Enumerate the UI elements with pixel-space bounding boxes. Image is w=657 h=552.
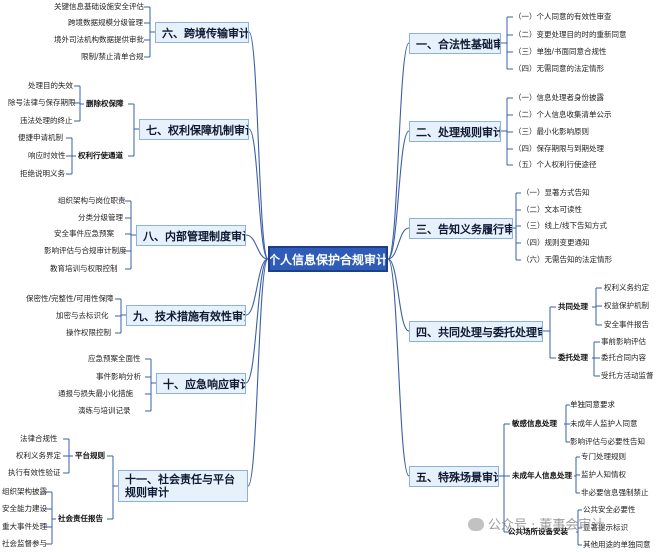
leaf: （五）个人权利行使途径 bbox=[514, 160, 597, 169]
branch-social-responsibility: 十一、社会责任与平台规则审计 bbox=[118, 470, 248, 502]
connector-line bbox=[245, 258, 269, 316]
watermark: 公众号 · 董事会审计 bbox=[468, 514, 604, 533]
group-label: 删除权保障 bbox=[86, 99, 124, 108]
leaf: 加密与去标识化 bbox=[56, 311, 109, 320]
leaf: 拒绝说明义务 bbox=[20, 169, 65, 178]
leaf: （四）规则变更通知 bbox=[522, 238, 590, 247]
leaf: 教育培训与权限控制 bbox=[50, 264, 118, 273]
watermark-text: 公众号 · 董事会审计 bbox=[488, 518, 605, 533]
leaf: 除号法律与保存期限 bbox=[8, 98, 76, 107]
connector-line bbox=[248, 31, 269, 260]
leaf: （一）显著方式告知 bbox=[522, 188, 590, 197]
group-label: 共同处理 bbox=[558, 302, 588, 311]
leaf: 监护人知情权 bbox=[581, 470, 626, 479]
leaf: 其他用途的单独同意 bbox=[583, 540, 651, 549]
leaf: （四）无需同意的法定情形 bbox=[514, 64, 604, 73]
leaf: （二）变更处理目的时的重新同意 bbox=[514, 30, 627, 39]
leaf: 法律合规性 bbox=[20, 434, 58, 443]
branch-rights-protection: 七、权利保障机制审计 bbox=[139, 119, 249, 140]
leaf: 受托方活动监督 bbox=[601, 371, 654, 380]
leaf: 组织架构与岗位职责 bbox=[58, 196, 126, 205]
group-label: 平台规则 bbox=[75, 451, 105, 460]
leaf: 组织架构披露 bbox=[2, 487, 47, 496]
leaf: 应急预案全面性 bbox=[88, 354, 141, 363]
leaf: （四）保存期限与到期处理 bbox=[514, 144, 604, 153]
leaf: （一）信息处理者身份披露 bbox=[514, 93, 604, 102]
leaf: 通报与损失最小化措施 bbox=[58, 389, 133, 398]
group-label: 权利行使通道 bbox=[78, 151, 123, 160]
leaf: （二）个人信息收集清单公示 bbox=[514, 110, 612, 119]
connector-line bbox=[387, 227, 410, 260]
leaf: 分类分级管理 bbox=[78, 213, 123, 222]
leaf: 安全事件应急预案 bbox=[54, 229, 114, 238]
connector-line bbox=[387, 258, 410, 332]
group-label: 敏感信息处理 bbox=[512, 419, 557, 428]
branch-notification: 三、告知义务履行审计 bbox=[409, 218, 513, 239]
wechat-icon bbox=[468, 518, 484, 531]
leaf: 非必要信息强制禁止 bbox=[581, 488, 649, 497]
leaf: 保密性/完整性/可用性保障 bbox=[26, 294, 114, 303]
branch-joint-entrusted: 四、共同处理与委托处理审计 bbox=[409, 321, 543, 342]
center-node: 个人信息保护合规审计 bbox=[268, 246, 388, 272]
connector-line bbox=[248, 128, 269, 260]
leaf: 专门处理规则 bbox=[581, 452, 626, 461]
leaf: 事件影响分析 bbox=[96, 372, 141, 381]
leaf: 处理目的失效 bbox=[28, 81, 73, 90]
leaf: 限制/禁止清单合规 bbox=[81, 52, 144, 61]
branch-technical-measures: 九、技术措施有效性审计 bbox=[126, 305, 246, 326]
leaf: 委托合同内容 bbox=[601, 353, 646, 362]
branch-cross-border: 六、跨境传输审计 bbox=[155, 22, 249, 43]
leaf: 事前影响评估 bbox=[601, 337, 646, 346]
connector-line bbox=[247, 258, 269, 487]
leaf: 安全事件报告 bbox=[604, 320, 649, 329]
leaf: （六）无需告知的法定情形 bbox=[522, 255, 612, 264]
leaf: 权利义务约定 bbox=[604, 283, 649, 292]
branch-internal-management: 八、内部管理制度审计 bbox=[136, 225, 246, 246]
leaf: 境外司法机构数据提供审批 bbox=[54, 35, 144, 44]
branch-special-scenarios: 五、特殊场景审计 bbox=[409, 466, 499, 487]
connector-line bbox=[387, 130, 410, 260]
connector-line bbox=[245, 258, 269, 384]
leaf: 便捷申请机制 bbox=[18, 133, 63, 142]
leaf: 演练与培训记录 bbox=[78, 406, 131, 415]
group-label: 委托处理 bbox=[558, 353, 588, 362]
leaf: 违法处理的终止 bbox=[20, 116, 73, 125]
leaf: 单独同意要求 bbox=[570, 400, 615, 409]
leaf: 权利义务界定 bbox=[16, 451, 61, 460]
leaf: 影响评估与必要性告知 bbox=[570, 437, 645, 446]
leaf: 操作权限控制 bbox=[66, 328, 111, 337]
leaf: 显著提示标识 bbox=[583, 523, 628, 532]
leaf: 社会监督参与 bbox=[2, 539, 47, 548]
branch-legality: 一、合法性基础审计 bbox=[409, 33, 501, 54]
leaf: 响应时效性 bbox=[28, 151, 66, 160]
leaf: 跨境数据规模分级管理 bbox=[68, 18, 143, 27]
leaf: （二）文本可读性 bbox=[522, 205, 582, 214]
leaf: 未成年人监护人同意 bbox=[570, 419, 638, 428]
leaf: （三）单独/书面同意合规性 bbox=[514, 47, 607, 56]
group-label: 未成年人信息处理 bbox=[512, 471, 572, 480]
branch-processing-rules: 二、处理规则审计 bbox=[409, 121, 501, 142]
branch-emergency-response: 十、应急响应审计 bbox=[156, 373, 246, 394]
leaf: （三）最小化影响原则 bbox=[514, 127, 589, 136]
connector-line bbox=[387, 42, 410, 260]
leaf: 安全能力建设 bbox=[2, 504, 47, 513]
group-label: 公共场所设备安装 bbox=[508, 527, 568, 536]
leaf: 公共安全必要性 bbox=[583, 505, 636, 514]
connector-line bbox=[245, 234, 269, 260]
leaf: （一）个人同意的有效性审查 bbox=[514, 12, 612, 21]
group-label: 社会责任报告 bbox=[58, 514, 103, 523]
leaf: 重大事件处理 bbox=[2, 522, 47, 531]
leaf: 执行有效性验证 bbox=[8, 468, 61, 477]
leaf: 权益保护机制 bbox=[604, 301, 649, 310]
leaf: 关键信息基础设施安全评估 bbox=[54, 2, 144, 11]
connector-line bbox=[387, 258, 410, 477]
leaf: （三）线上/线下告知方式 bbox=[522, 221, 608, 230]
leaf: 影响评估与合规审计制度 bbox=[44, 246, 127, 255]
